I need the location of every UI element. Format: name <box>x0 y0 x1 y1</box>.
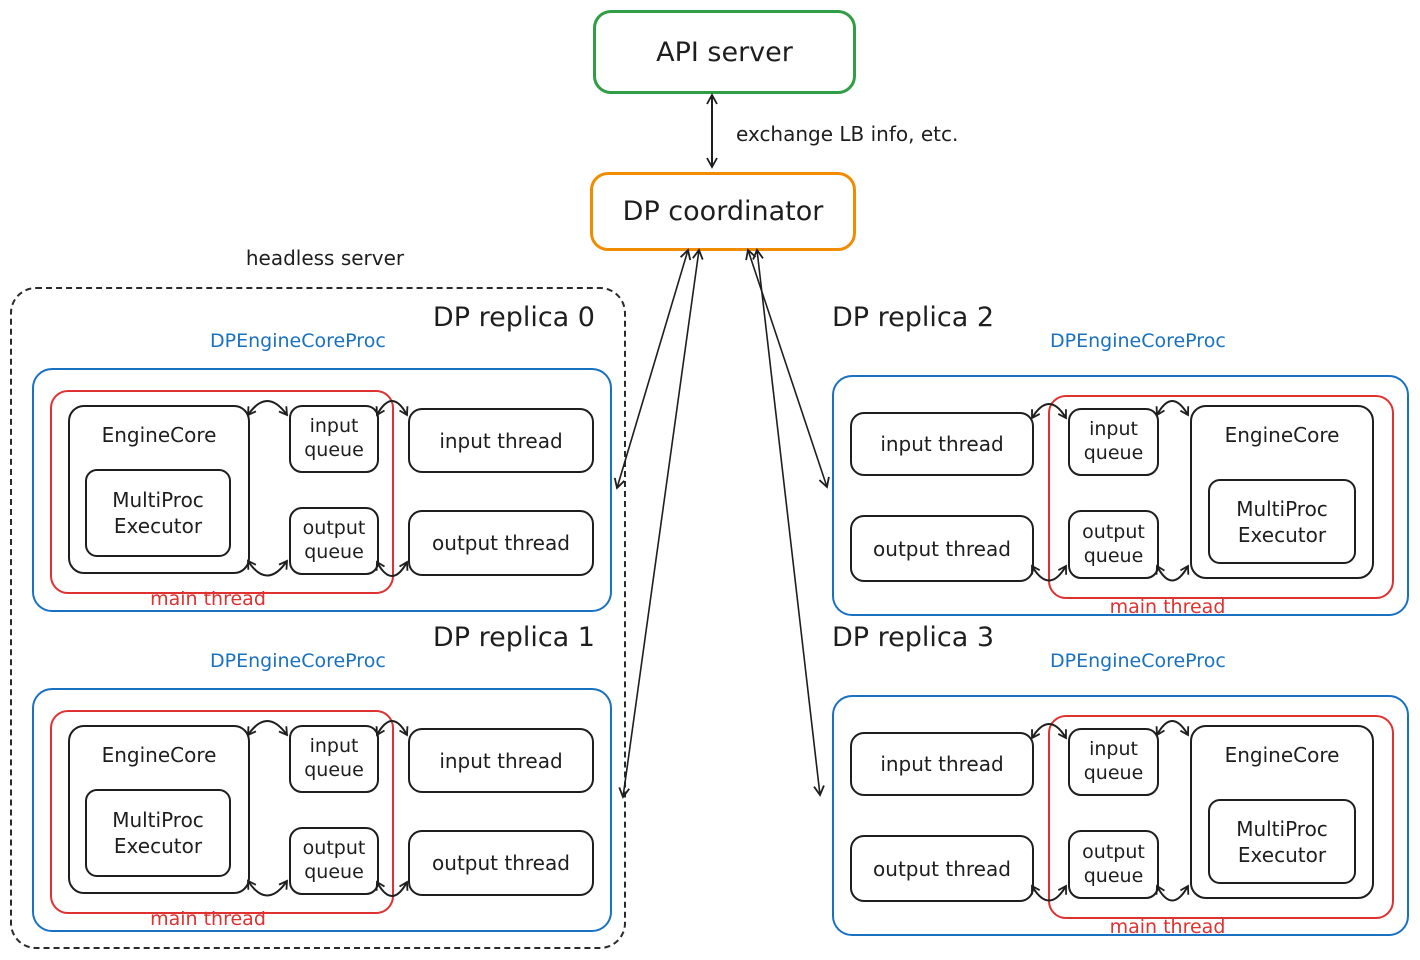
exchange-lb-label: exchange LB info, etc. <box>736 122 959 146</box>
enginecore-label: EngineCore <box>1224 743 1340 767</box>
dp-replica-1: DP replica 1 DPEngineCoreProc EngineCore… <box>0 620 625 938</box>
output-queue-box: output queue <box>289 507 379 575</box>
enginecore-box: EngineCore MultiProc Executor <box>1190 405 1374 579</box>
dpenginecoreproc-box <box>32 688 612 932</box>
enginecore-box: EngineCore MultiProc Executor <box>68 405 250 574</box>
main-thread-box <box>1048 395 1394 599</box>
headless-server-label: headless server <box>245 246 405 270</box>
main-thread-label: main thread <box>1109 916 1226 938</box>
enginecore-box: EngineCore MultiProc Executor <box>1190 725 1374 899</box>
replica-title: DP replica 1 <box>432 622 595 653</box>
multiproc-executor-box: MultiProc Executor <box>85 789 231 877</box>
api-server-label: API server <box>656 36 793 68</box>
dp-replica-0: DP replica 0 DPEngineCoreProc EngineCore… <box>0 300 625 618</box>
replica-title: DP replica 2 <box>832 302 995 333</box>
enginecore-box: EngineCore MultiProc Executor <box>68 725 250 894</box>
output-queue-box: output queue <box>1068 830 1159 899</box>
coordinator-replica-1-arrow <box>618 248 704 799</box>
dp-replica-3: DP replica 3 DPEngineCoreProc input thre… <box>800 620 1420 938</box>
output-thread-box: output thread <box>850 515 1034 582</box>
replica-title: DP replica 3 <box>832 622 995 653</box>
multiproc-executor-box: MultiProc Executor <box>1208 479 1356 564</box>
dpenginecoreproc-label: DPEngineCoreProc <box>210 650 386 672</box>
main-thread-label: main thread <box>150 588 266 610</box>
replica-title: DP replica 0 <box>432 302 595 333</box>
main-thread-label: main thread <box>150 908 266 930</box>
input-thread-box: input thread <box>408 728 594 793</box>
dpenginecoreproc-label: DPEngineCoreProc <box>210 330 386 352</box>
enginecore-label: EngineCore <box>101 743 217 767</box>
output-thread-box: output thread <box>850 835 1034 902</box>
dp-coordinator-box: DP coordinator <box>590 172 856 251</box>
output-thread-box: output thread <box>408 510 594 576</box>
output-thread-box: output thread <box>408 830 594 896</box>
dpenginecoreproc-box <box>32 368 612 612</box>
input-queue-box: input queue <box>289 405 379 473</box>
multiproc-executor-box: MultiProc Executor <box>1208 799 1356 884</box>
dp-replica-2: DP replica 2 DPEngineCoreProc input thre… <box>800 300 1420 618</box>
input-thread-box: input thread <box>408 408 594 473</box>
input-thread-box: input thread <box>850 732 1034 796</box>
main-thread-box <box>50 710 394 914</box>
multiproc-executor-box: MultiProc Executor <box>85 469 231 557</box>
enginecore-label: EngineCore <box>101 423 217 447</box>
output-queue-box: output queue <box>289 827 379 895</box>
input-queue-box: input queue <box>1068 728 1159 796</box>
enginecore-label: EngineCore <box>1224 423 1340 447</box>
dp-coordinator-label: DP coordinator <box>622 196 824 227</box>
dpenginecoreproc-box <box>832 695 1409 936</box>
input-queue-box: input queue <box>289 725 379 793</box>
main-thread-box <box>1048 715 1394 919</box>
api-server-box: API server <box>593 10 856 94</box>
input-queue-box: input queue <box>1068 408 1159 476</box>
main-thread-label: main thread <box>1109 596 1226 618</box>
dpenginecoreproc-label: DPEngineCoreProc <box>1050 650 1226 672</box>
dpenginecoreproc-box <box>832 375 1409 616</box>
coordinator-replica-0-arrow <box>613 248 692 490</box>
main-thread-box <box>50 390 394 594</box>
input-thread-box: input thread <box>850 412 1034 476</box>
output-queue-box: output queue <box>1068 510 1159 579</box>
dpenginecoreproc-label: DPEngineCoreProc <box>1050 330 1226 352</box>
